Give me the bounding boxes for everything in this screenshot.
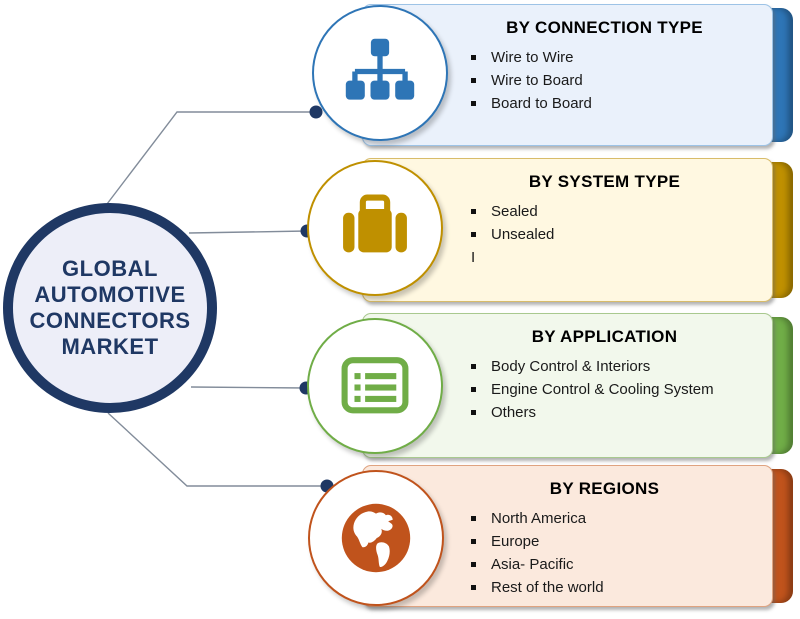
panel-title: BY APPLICATION [531,327,678,346]
panel-item-list: North America Europe Asia- Pacific Rest … [463,507,746,599]
bullet-icon [471,539,476,544]
bullet-icon [471,387,476,392]
panel-item-list: Sealed Unsealed I [463,200,746,269]
list-icon [341,357,409,414]
sitemap-icon [345,38,415,100]
panel-item-list: Body Control & Interiors Engine Control … [463,355,746,424]
application-icon-circle [307,318,443,454]
list-item: Europe [471,530,746,553]
list-item: Wire to Board [471,69,746,92]
central-title-line: MARKET [61,334,159,359]
list-item: North America [471,507,746,530]
list-item: Board to Board [471,92,746,115]
bullet-icon [471,364,476,369]
globe-icon [341,503,411,573]
list-item: Wire to Wire [471,46,746,69]
bullet-icon [471,78,476,83]
list-item: Asia- Pacific [471,553,746,576]
connector-line-2 [188,230,308,234]
bullet-icon [471,101,476,106]
bullet-icon [471,232,476,237]
panel-title: BY REGIONS [549,479,660,498]
briefcase-icon [343,194,407,253]
panel-by-regions: BY REGIONS North America Europe Asia- Pa… [308,465,793,607]
panel-item-list: Wire to Wire Wire to Board Board to Boar… [463,46,746,115]
panel-by-connection-type: BY CONNECTION TYPE Wire to Wire Wire to … [312,4,793,146]
bullet-icon [471,209,476,214]
connector-dot [309,105,323,119]
panel-title: BY SYSTEM TYPE [528,172,681,191]
connector-line-1 [106,111,316,205]
panel-by-system-type: BY SYSTEM TYPE Sealed Unsealed I [307,158,793,302]
list-item: Rest of the world [471,576,746,599]
central-title-line: AUTOMOTIVE [34,282,186,307]
connector-line-4 [107,412,327,487]
list-item: Unsealed [471,223,746,246]
list-item: Engine Control & Cooling System [471,378,746,401]
system-type-icon-circle [307,160,443,296]
panel-title: BY CONNECTION TYPE [506,18,703,37]
central-title-line: CONNECTORS [29,308,191,333]
central-market-title: GLOBAL AUTOMOTIVE CONNECTORS MARKET [29,256,190,360]
central-title-line: GLOBAL [62,256,158,281]
list-item: Others [471,401,746,424]
list-item: Body Control & Interiors [471,355,746,378]
bullet-icon [471,585,476,590]
connection-type-icon-circle [312,5,448,141]
central-market-circle: GLOBAL AUTOMOTIVE CONNECTORS MARKET [3,203,217,413]
text-cursor-artifact: I [471,249,476,266]
list-item: Sealed [471,200,746,223]
panel-by-application: BY APPLICATION Body Control & Interiors … [307,313,793,458]
connector-line-3 [190,386,307,389]
bullet-icon [471,562,476,567]
bullet-icon [471,516,476,521]
bullet-icon [471,410,476,415]
bullet-icon [471,55,476,60]
regions-icon-circle [308,470,444,606]
